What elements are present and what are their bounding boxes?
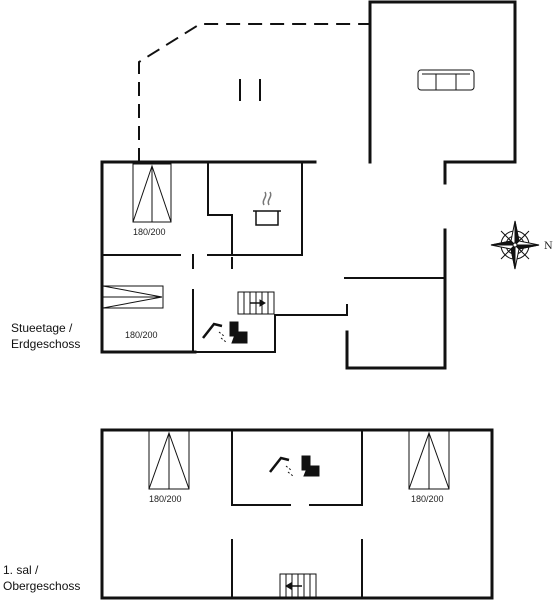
stairs-ground-icon (237, 291, 275, 315)
bed-ground-2-size: 180/200 (125, 330, 158, 340)
compass-north-label: N (544, 241, 553, 252)
bed-ground-1 (132, 163, 172, 223)
kitchen-pot-icon (253, 191, 281, 226)
ground-floor-label-line1: Stueetage / (11, 321, 73, 335)
ground-floor-walls (100, 0, 517, 370)
first-floor-label-line1: 1. sal / (3, 563, 39, 577)
toilet-icon-upper (301, 455, 320, 477)
stairs-upper-icon (279, 573, 317, 599)
first-floor-label: 1. sal / Obergeschoss (3, 562, 80, 594)
bed-upper-1 (148, 430, 190, 490)
bed-upper-2 (408, 430, 450, 490)
sofa-icon (417, 69, 475, 91)
bed-ground-2 (102, 285, 164, 309)
bed-ground-1-size: 180/200 (133, 227, 166, 237)
compass-rose-icon (490, 220, 540, 270)
ground-floor-label-line2: Erdgeschoss (11, 337, 81, 351)
first-floor-label-line2: Obergeschoss (3, 579, 81, 593)
shower-icon-upper (269, 456, 294, 477)
toilet-icon-ground (229, 321, 248, 344)
shower-icon-ground (202, 322, 227, 343)
bed-upper-2-size: 180/200 (411, 494, 444, 504)
upper-floor-walls (100, 428, 494, 600)
ground-floor-label: Stueetage / Erdgeschoss (11, 320, 80, 352)
bed-upper-1-size: 180/200 (149, 494, 182, 504)
